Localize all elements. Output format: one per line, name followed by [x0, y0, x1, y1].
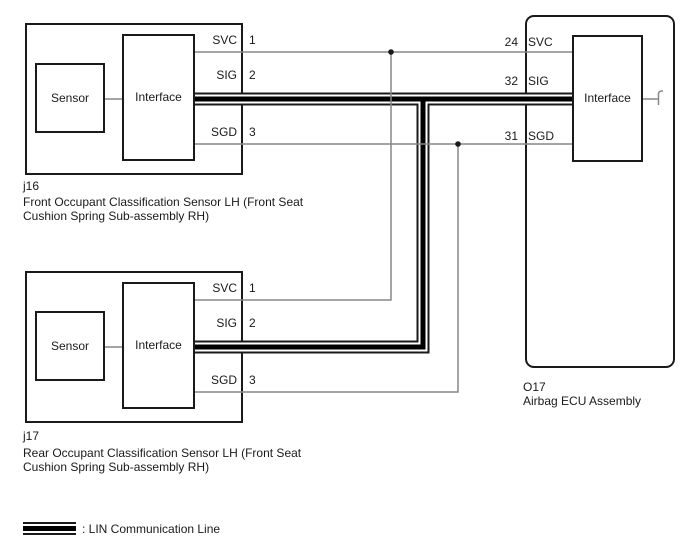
j17-description-line2: Cushion Spring Sub-assembly RH)	[23, 460, 210, 474]
j16-interface-label: Interface	[135, 90, 182, 104]
legend-lin-label: : LIN Communication Line	[82, 522, 221, 536]
j17-interface-label: Interface	[135, 338, 182, 352]
j17-interface-box: Interface	[122, 282, 195, 409]
o17-ecu-box	[525, 15, 675, 368]
j17-pin-number-1: 1	[249, 281, 256, 295]
j17-pin-number-2: 2	[249, 316, 256, 330]
j16-description-line1: Front Occupant Classification Sensor LH …	[23, 195, 304, 209]
j17-id: j17	[23, 429, 40, 443]
j17-sensor-label: Sensor	[50, 338, 90, 353]
o17-interface-box: Interface	[572, 35, 643, 162]
lin-line-legend-swatch	[23, 522, 76, 535]
o17-pin-number-31: 31	[504, 129, 518, 143]
o17-description: Airbag ECU Assembly	[523, 394, 642, 408]
j16-pin-label-svc: SVC	[212, 33, 237, 47]
j16-pin-number-2: 2	[249, 68, 256, 82]
o17-pin-number-24: 24	[504, 35, 518, 49]
sgd-junction-dot	[455, 141, 461, 147]
o17-pin-label-svc: SVC	[528, 35, 553, 49]
j16-description-line2: Cushion Spring Sub-assembly RH)	[23, 209, 210, 223]
j17-description-line1: Rear Occupant Classification Sensor LH (…	[23, 446, 302, 460]
o17-id: O17	[523, 380, 546, 394]
j17-sensor-box: Sensor	[35, 311, 105, 381]
j16-sensor-label: Sensor	[50, 90, 90, 105]
j17-pin-number-3: 3	[249, 373, 256, 387]
j16-pin-number-1: 1	[249, 33, 256, 47]
j16-pin-number-3: 3	[249, 125, 256, 139]
o17-interface-label: Interface	[584, 91, 631, 105]
o17-pin-label-sig: SIG	[528, 74, 549, 88]
j16-id: j16	[23, 179, 40, 193]
o17-pin-label-sgd: SGD	[528, 129, 555, 143]
lin-line-legend-swatch-core	[23, 526, 76, 531]
o17-pin-number-32: 32	[504, 74, 518, 88]
svc-junction-dot	[388, 49, 394, 55]
j16-interface-box: Interface	[122, 34, 195, 161]
j16-sensor-box: Sensor	[35, 63, 105, 133]
